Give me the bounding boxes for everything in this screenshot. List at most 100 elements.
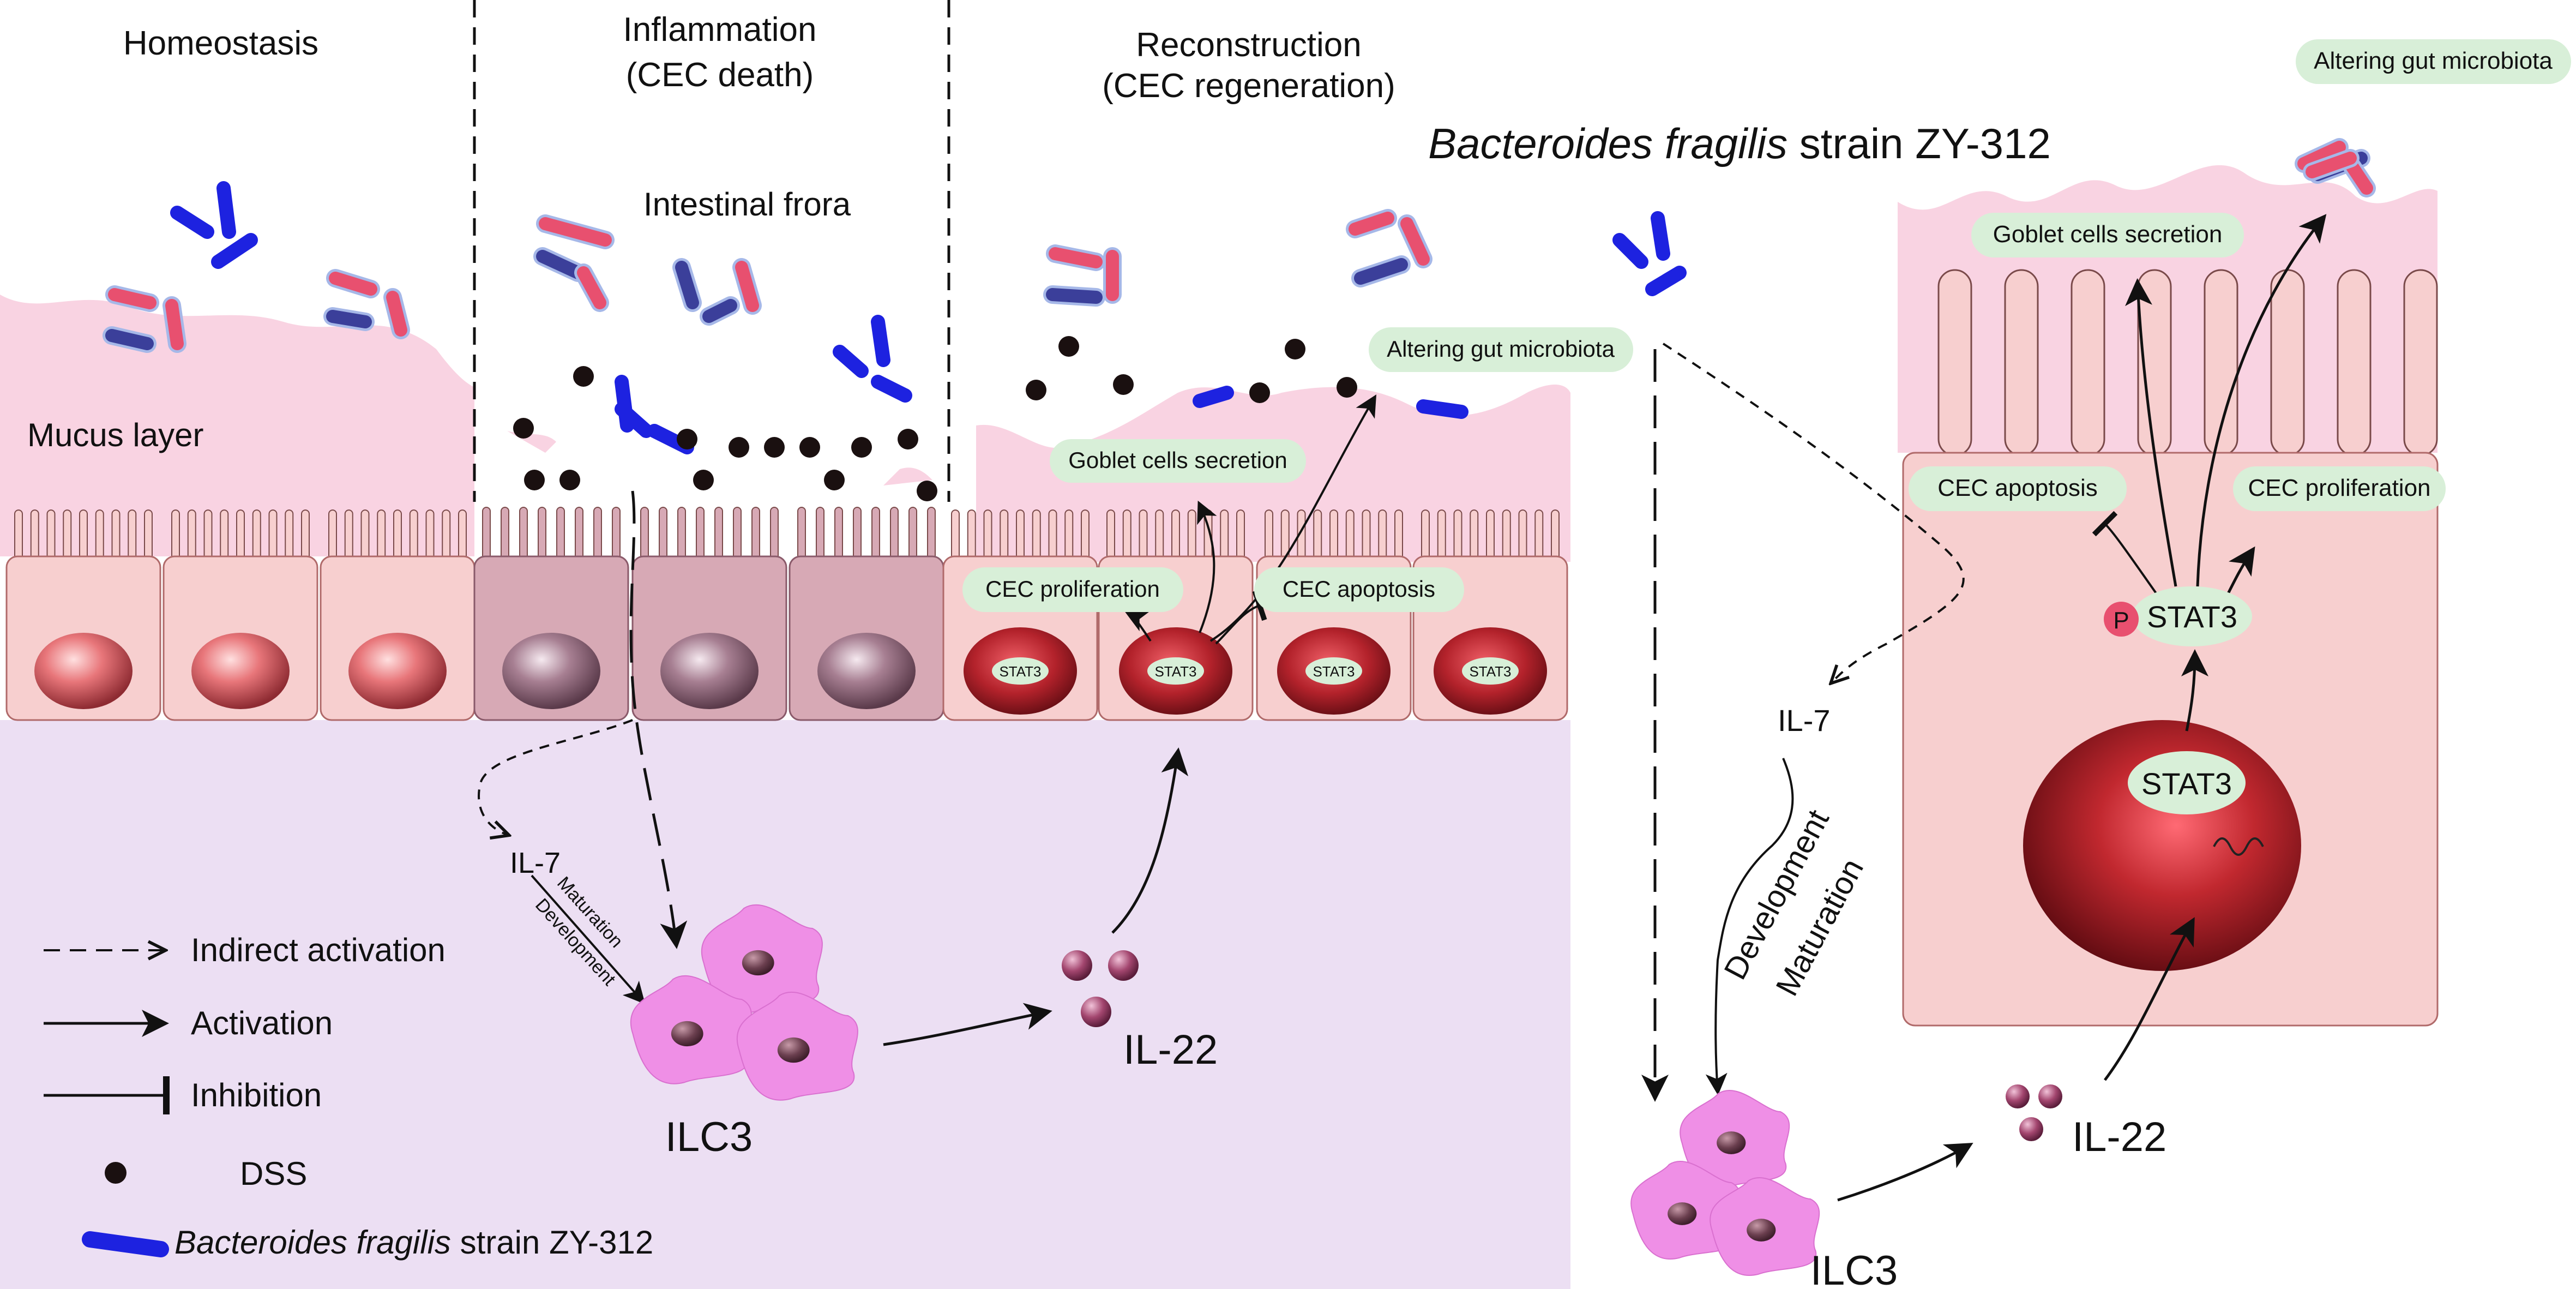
dss-dot: [1026, 380, 1046, 400]
panel-title-inflammation: Inflammation: [623, 11, 817, 49]
stat3-marker: [1305, 657, 1362, 685]
dss-dot: [764, 437, 785, 458]
svg-text:Altering gut microbiota: Altering gut microbiota: [2314, 47, 2553, 74]
arrow-indirect-il7: [478, 719, 633, 835]
nucleus: [817, 633, 916, 709]
stat3-marker: [1147, 657, 1204, 685]
dss-dot: [851, 437, 872, 458]
bacteroides-rod: [216, 181, 236, 239]
stat3-nuclear: STAT3: [2128, 751, 2246, 814]
microvilli: [951, 509, 1090, 560]
il22-label-right: IL-22: [2072, 1114, 2166, 1160]
bacteroides-rod: [1416, 399, 1468, 419]
pill-goblet: Goblet cells secretion: [1050, 439, 1306, 483]
arrow-stat3-to-altering-right: [2196, 214, 2327, 587]
epithelial-cell: [5, 509, 161, 721]
panel-subtitle-reconstruction: (CEC regeneration): [1102, 67, 1395, 105]
legend-dss-dot: [105, 1162, 127, 1184]
il7-label: IL-7: [510, 847, 561, 879]
legend-strain-label: Bacteroides fragilis strain ZY-312: [174, 1224, 653, 1261]
dss-dot: [824, 470, 845, 490]
ilc3-cell: [630, 975, 752, 1084]
dss-dot: [1113, 374, 1134, 395]
svg-text:Altering gut microbiota: Altering gut microbiota: [1387, 336, 1615, 362]
epithelial-cell: [473, 507, 629, 721]
nucleus: [348, 633, 447, 709]
flora-bacterium: [539, 217, 612, 247]
bacteroides-rod: [1612, 233, 1648, 269]
panel-subtitle-inflammation: (CEC death): [626, 56, 814, 94]
phospho-badge: [2104, 602, 2139, 637]
bacteroides-rod: [615, 375, 634, 433]
legend-dss-label: DSS: [240, 1155, 307, 1192]
pill-cec-proliferation-right: CEC proliferation: [2233, 466, 2446, 511]
ilc3-cell: [736, 991, 858, 1101]
detail-microvilli: [1937, 269, 2438, 457]
microvillus: [2270, 269, 2305, 457]
ilc3-cells: [630, 904, 1820, 1276]
microvilli: [328, 509, 467, 560]
arrow-indirect-il7-right: [1662, 343, 1965, 682]
arrow-nucleus-to-stat3-right: [2181, 649, 2208, 732]
microvillus: [2337, 269, 2372, 457]
microvilli: [482, 507, 621, 560]
svg-text:STAT3: STAT3: [2141, 766, 2232, 801]
dss-dot: [573, 366, 594, 387]
svg-text:STAT3: STAT3: [2147, 599, 2237, 634]
stat3-marker: [1462, 657, 1519, 685]
flora-bacterium: [735, 261, 759, 312]
il22-molecule: [1108, 950, 1139, 981]
arrow-stat3-to-goblet-right: [2125, 278, 2177, 587]
microvilli: [171, 509, 310, 560]
il22-label: IL-22: [1123, 1027, 1218, 1073]
il22-molecule: [2006, 1084, 2030, 1108]
epithelial-cell: [320, 509, 476, 721]
bacteroides-rod: [1193, 386, 1234, 408]
microvilli: [640, 507, 779, 560]
flora-bacterium: [675, 261, 699, 309]
flora-bacterium: [105, 329, 154, 350]
microvillus: [2071, 269, 2105, 457]
flora-bacterium: [577, 266, 606, 309]
arrow-stat3-to-goblet: [1197, 500, 1217, 633]
bacteria-layer: [103, 138, 2376, 454]
bacteroides-rod: [1645, 266, 1687, 296]
arrow-il7-to-ilc3: [531, 874, 646, 1004]
il22-molecule: [1081, 997, 1111, 1027]
nucleus: [502, 633, 600, 709]
pill-cec-proliferation: CEC proliferation: [962, 567, 1183, 612]
mucus-layer-inflammation: [507, 431, 932, 485]
stat3-label: STAT3: [1154, 663, 1196, 680]
panel-title-homeostasis: Homeostasis: [123, 25, 318, 62]
inhibit-stat3-apoptosis: [1215, 590, 1267, 645]
legend-bacteroides-swatch: [82, 1231, 169, 1257]
dss-dot: [1285, 339, 1305, 359]
mucus-layer-label: Mucus layer: [27, 417, 203, 453]
legend-activation-label: Activation: [191, 1005, 333, 1041]
microvilli: [1421, 509, 1560, 560]
inhibit-stat3-apoptosis-right: [2092, 511, 2166, 607]
il22-molecule: [1062, 950, 1092, 981]
microvilli: [797, 507, 936, 560]
flora-bacterium: [2306, 152, 2357, 178]
bacteroides-rod: [170, 206, 214, 239]
pill-altering: Altering gut microbiota: [1369, 327, 1633, 372]
il22-molecule: [2038, 1084, 2062, 1108]
arrow-il7-to-ilc3-right: [1705, 758, 1794, 1095]
svg-text:CEC proliferation: CEC proliferation: [2248, 475, 2430, 501]
flora-bacterium: [329, 272, 377, 296]
microvillus: [2403, 269, 2438, 457]
bacteroides-rod: [871, 315, 890, 367]
arrow-ilc3-to-il22: [883, 1003, 1052, 1046]
flora-bacterium: [165, 299, 184, 350]
microvilli: [1106, 509, 1245, 560]
intestinal-flora-label: Intestinal frora: [643, 186, 851, 223]
mucus-layer-homeostasis: [0, 295, 474, 556]
flora-bacterium: [1049, 247, 1103, 268]
legend-inhibition-label: Inhibition: [191, 1077, 322, 1113]
epithelial-cell: [162, 509, 318, 721]
microvilli: [14, 509, 153, 560]
nucleus: [660, 633, 759, 709]
bacteroides-rod: [871, 375, 912, 403]
ilc3-label-right: ILC3: [1810, 1248, 1898, 1289]
